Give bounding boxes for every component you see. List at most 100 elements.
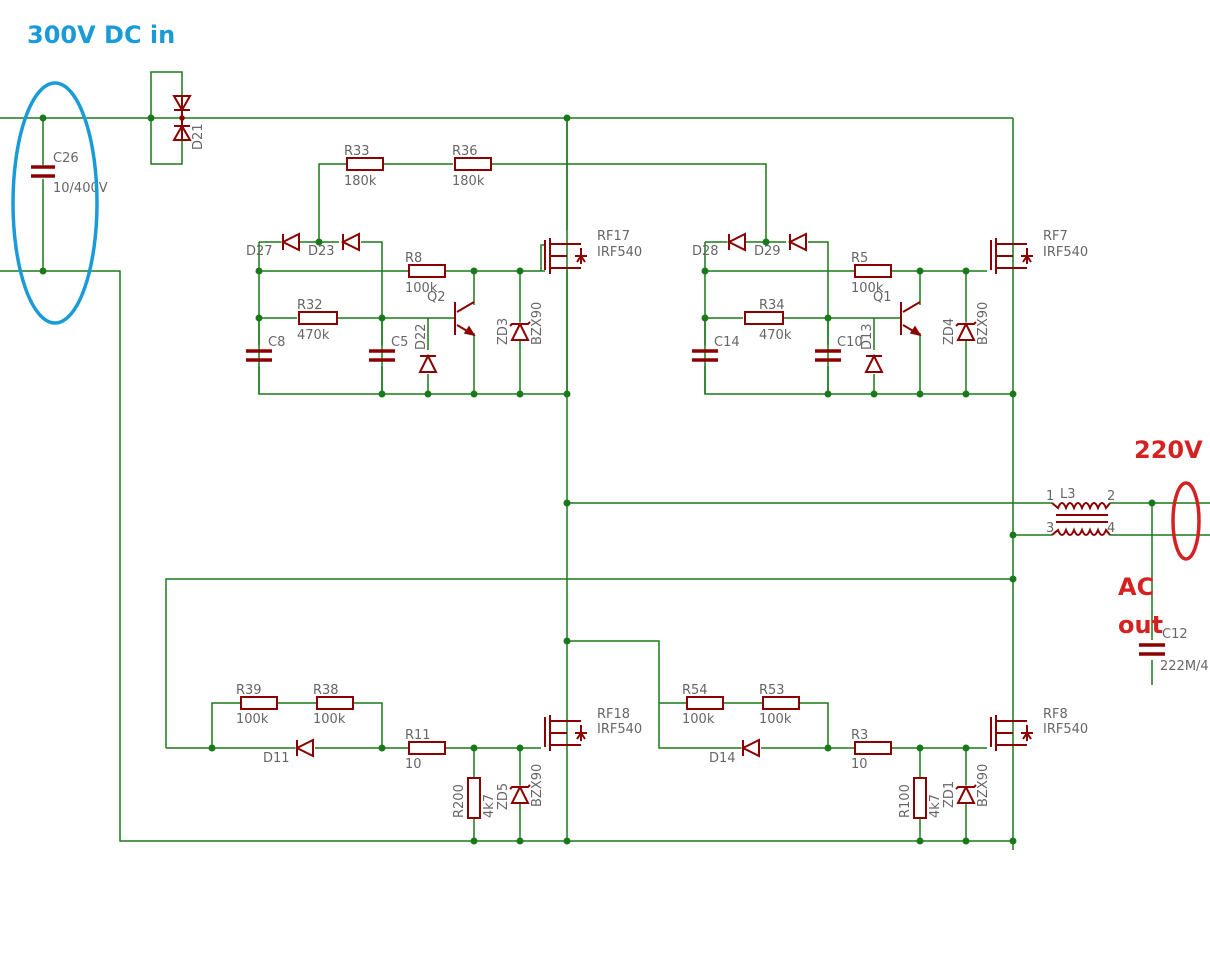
ac-out-label-line1: AC xyxy=(1118,573,1154,601)
zd1-name: ZD1 xyxy=(942,781,957,808)
capacitor-c10: C10 xyxy=(815,335,863,362)
resistor-r3: R3 10 xyxy=(851,728,892,772)
r32-name: R32 xyxy=(297,298,323,313)
zener-zd1: ZD1 BZX90 xyxy=(942,764,991,808)
rf7-name: RF7 xyxy=(1043,229,1068,244)
r8-name: R8 xyxy=(405,251,422,266)
d27-name: D27 xyxy=(246,244,273,259)
capacitor-c8: C8 xyxy=(246,335,285,362)
resistor-r8: R8 100k xyxy=(405,251,446,296)
wires xyxy=(0,71,1210,850)
mosfet-rf8: RF8 IRF540 xyxy=(990,707,1088,751)
resistor-r54: R54 100k xyxy=(682,683,724,727)
resistor-r32: R32 470k xyxy=(297,298,338,343)
zener-zd4: ZD4 BZX90 xyxy=(942,302,991,345)
resistor-r38: R38 100k xyxy=(313,683,354,727)
r11-value: 10 xyxy=(405,757,422,772)
rf17-value: IRF540 xyxy=(597,245,642,260)
diode-d13: D13 xyxy=(860,323,884,373)
zd5-name: ZD5 xyxy=(496,783,511,810)
diode-d11: D11 xyxy=(263,738,314,766)
diode-d14: D14 xyxy=(709,738,760,766)
junctions xyxy=(39,114,1156,845)
r32-value: 470k xyxy=(297,328,330,343)
resistor-r200: R200 4k7 xyxy=(452,777,497,819)
r36-name: R36 xyxy=(452,144,478,159)
r100-name: R100 xyxy=(898,784,913,818)
d23-name: D23 xyxy=(308,244,335,259)
resistor-r100: R100 4k7 xyxy=(898,777,943,819)
l3-pin4: 4 xyxy=(1107,521,1115,536)
d11-name: D11 xyxy=(263,751,290,766)
resistor-r34: R34 470k xyxy=(744,298,792,343)
zd1-value: BZX90 xyxy=(976,764,991,807)
r11-name: R11 xyxy=(405,728,431,743)
r53-name: R53 xyxy=(759,683,785,698)
d13-name: D13 xyxy=(860,323,875,350)
r39-value: 100k xyxy=(236,712,269,727)
r3-name: R3 xyxy=(851,728,868,743)
diode-d23: D23 xyxy=(308,232,360,259)
rf8-value: IRF540 xyxy=(1043,722,1088,737)
l3-pin1: 1 xyxy=(1046,489,1054,504)
transistor-q1: Q1 xyxy=(873,290,922,337)
c26-value: 10/400V xyxy=(53,181,108,196)
capacitor-c12: C12 222M/4 xyxy=(1139,627,1209,674)
zd4-value: BZX90 xyxy=(976,302,991,345)
resistor-r53: R53 100k xyxy=(759,683,800,727)
l3-pin2: 2 xyxy=(1107,489,1115,504)
r54-name: R54 xyxy=(682,683,708,698)
dc-in-highlight xyxy=(11,81,99,325)
resistor-r5: R5 100k xyxy=(851,251,892,296)
r36-value: 180k xyxy=(452,174,485,189)
diode-d29: D29 xyxy=(754,232,807,259)
r8-value: 100k xyxy=(405,281,438,296)
r3-value: 10 xyxy=(851,757,868,772)
c12-value: 222M/4 xyxy=(1160,659,1209,674)
q2-name: Q2 xyxy=(427,290,446,305)
rf18-name: RF18 xyxy=(597,707,630,722)
zd5-value: BZX90 xyxy=(530,764,545,807)
l3-pin3: 3 xyxy=(1046,521,1054,536)
r39-name: R39 xyxy=(236,683,262,698)
resistor-r39: R39 100k xyxy=(236,683,278,727)
d22-name: D22 xyxy=(414,323,429,350)
ac-out-label-line2: out xyxy=(1118,611,1163,639)
r200-name: R200 xyxy=(452,784,467,818)
zd3-name: ZD3 xyxy=(496,318,511,345)
c26-name: C26 xyxy=(53,151,79,166)
r38-value: 100k xyxy=(313,712,346,727)
l3-name: L3 xyxy=(1060,487,1076,502)
diode-d22: D22 xyxy=(414,323,438,373)
zd3-value: BZX90 xyxy=(530,302,545,345)
c10-name: C10 xyxy=(837,335,863,350)
zd4-name: ZD4 xyxy=(942,318,957,345)
capacitor-c5: C5 xyxy=(369,335,408,362)
r33-name: R33 xyxy=(344,144,370,159)
capacitor-c14: C14 xyxy=(692,335,740,362)
ac-out-highlight xyxy=(1171,481,1201,561)
r38-name: R38 xyxy=(313,683,339,698)
d14-name: D14 xyxy=(709,751,736,766)
d29-name: D29 xyxy=(754,244,781,259)
diode-d28: D28 xyxy=(692,232,746,259)
r34-value: 470k xyxy=(759,328,792,343)
c14-name: C14 xyxy=(714,335,740,350)
mosfet-rf18: RF18 IRF540 xyxy=(544,707,642,751)
d28-name: D28 xyxy=(692,244,719,259)
c12-name: C12 xyxy=(1162,627,1188,642)
r53-value: 100k xyxy=(759,712,792,727)
mosfet-rf17: RF17 IRF540 xyxy=(544,229,642,274)
mosfet-rf7: RF7 IRF540 xyxy=(990,229,1088,274)
resistor-r11: R11 10 xyxy=(405,728,446,772)
transistor-q2: Q2 xyxy=(427,290,476,337)
c8-name: C8 xyxy=(268,335,285,350)
r100-value: 4k7 xyxy=(928,794,943,818)
zener-zd3: ZD3 BZX90 xyxy=(496,302,545,345)
c5-name: C5 xyxy=(391,335,408,350)
diode-d27: D27 xyxy=(246,232,300,259)
capacitor-c26: C26 10/400V xyxy=(31,151,108,196)
diode-d21: D21 xyxy=(172,95,206,150)
rf17-name: RF17 xyxy=(597,229,630,244)
